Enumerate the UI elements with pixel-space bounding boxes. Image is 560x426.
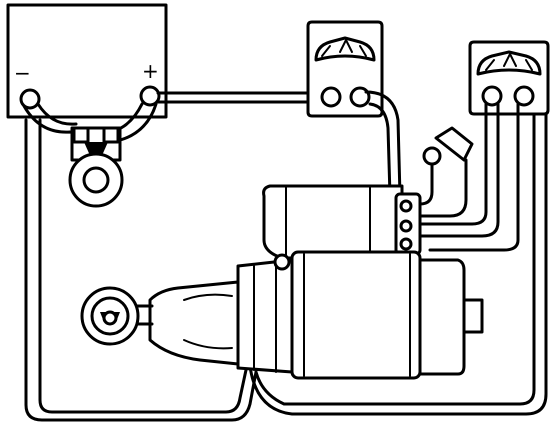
ground-wire-loop	[24, 98, 548, 422]
right-meter-terminal-b	[513, 85, 535, 107]
relay-switch	[68, 126, 124, 208]
battery: − +	[6, 3, 168, 119]
left-meter-terminal-b	[349, 86, 371, 108]
starter-motor	[148, 184, 484, 380]
left-meter-terminal-a	[320, 86, 342, 108]
right-meter	[468, 40, 550, 116]
left-meter	[306, 20, 384, 118]
push-switch	[408, 126, 474, 218]
positive-supply-wire	[156, 91, 328, 104]
right-meter-terminal-a	[481, 85, 503, 107]
battery-positive-terminal	[139, 85, 161, 107]
battery-negative-symbol: −	[14, 61, 31, 85]
battery-positive-symbol: +	[142, 59, 159, 83]
battery-to-switch-wires	[22, 102, 158, 144]
right-meter-leads	[418, 102, 520, 252]
battery-negative-terminal	[19, 88, 41, 110]
pinion-gauge	[80, 286, 154, 346]
